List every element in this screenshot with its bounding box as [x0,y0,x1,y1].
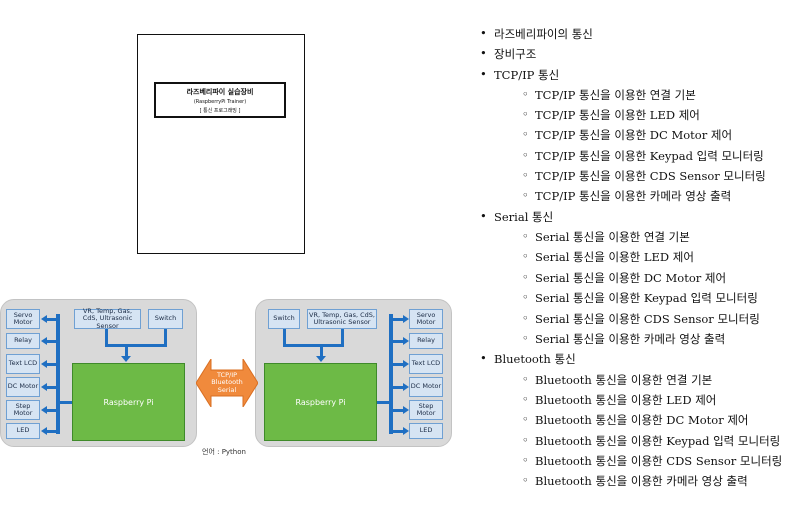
bullet-circle-icon: ◦ [522,331,529,345]
step-motor-box: Step Motor [6,400,40,420]
bullet-dot-icon: • [480,67,487,81]
bullet-dot-icon: • [480,26,487,40]
bullet-dot-icon: • [480,209,487,223]
arrow-left-icon [41,383,47,391]
raspberry-pi-board: Raspberry Pi [72,363,185,441]
led-box: LED [409,423,443,439]
arrow-left-icon [41,337,47,345]
input-down-line [125,344,128,356]
cover-subtitle: (RaspberryPi Trainer) [193,99,247,105]
arrow-left-icon [41,315,47,323]
book-cover: 라즈베리파이 실습장비 (RaspberryPi Trainer) [ 통신 프… [137,34,305,254]
arrow-right-icon [403,360,409,368]
bullet-circle-icon: ◦ [522,453,529,467]
relay-box: Relay [6,333,40,349]
bullet-dot-icon: • [480,351,487,365]
bullet-circle-icon: ◦ [522,107,529,121]
arrow-right-icon [403,315,409,323]
bullet-circle-icon: ◦ [522,473,529,487]
bus-branch [393,340,403,343]
bus-branch [47,430,56,433]
bullet-circle-icon: ◦ [522,229,529,243]
bullet-circle-icon: ◦ [522,412,529,426]
arrow-down-icon [316,356,326,362]
bullet-circle-icon: ◦ [522,311,529,325]
cover-title-box: 라즈베리파이 실습장비 (RaspberryPi Trainer) [ 통신 프… [154,82,286,118]
bullet-circle-icon: ◦ [522,148,529,162]
switch-line [164,329,167,346]
sensor-line [105,329,108,346]
bullet-circle-icon: ◦ [522,249,529,263]
sensors-box: VR, Temp, Gas, CdS, Ultrasonic Sensor [307,309,377,329]
bus-branch [393,318,403,321]
sensor-line [341,329,344,346]
arrow-left-icon [41,427,47,435]
dc-motor-box: DC Motor [6,377,40,397]
bullet-circle-icon: ◦ [522,392,529,406]
language-note: 언어 : Python [202,448,246,456]
arrow-right-icon [403,337,409,345]
arrow-right-icon [403,406,409,414]
bus-branch [393,430,403,433]
text-lcd-box: Text LCD [409,354,443,374]
text-lcd-box: Text LCD [6,354,40,374]
bullet-circle-icon: ◦ [522,290,529,304]
bus-branch [47,318,56,321]
communication-link-arrow [196,359,258,407]
bullet-circle-icon: ◦ [522,127,529,141]
bullet-circle-icon: ◦ [522,188,529,202]
bus-branch [47,386,56,389]
input-join-line [283,344,344,347]
arrow-down-icon [121,356,131,362]
bullet-circle-icon: ◦ [522,372,529,386]
arrow-right-icon [403,383,409,391]
bus-branch [47,409,56,412]
switch-box: Switch [148,309,183,329]
right-device-panel: Switch VR, Temp, Gas, CdS, Ultrasonic Se… [255,299,452,447]
bus-branch [393,409,403,412]
raspberry-pi-board: Raspberry Pi [264,363,377,441]
led-box: LED [6,423,40,439]
arrow-left-icon [41,406,47,414]
arrow-left-icon [41,360,47,368]
left-device-panel: Servo Motor Relay Text LCD DC Motor Step… [0,299,197,447]
bus-branch [47,363,56,366]
bus-branch [393,386,403,389]
bullet-circle-icon: ◦ [522,270,529,284]
cover-tag: [ 통신 프로그래밍 ] [199,108,241,114]
dc-motor-box: DC Motor [409,377,443,397]
communication-link-label: TCP/IP Bluetooth Serial [211,371,243,394]
bullet-circle-icon: ◦ [522,168,529,182]
bus-branch [393,363,403,366]
output-bus-line [56,314,60,434]
cover-title: 라즈베리파이 실습장비 [186,88,254,96]
switch-box: Switch [268,309,300,329]
bullet-circle-icon: ◦ [522,433,529,447]
step-motor-box: Step Motor [409,400,443,420]
arrow-right-icon [403,427,409,435]
sensors-box: VR, Temp, Gas, CdS, Ultrasonic Sensor [74,307,141,329]
input-down-line [320,344,323,356]
relay-box: Relay [409,333,443,349]
bus-branch [47,340,56,343]
switch-line [283,329,286,346]
servo-motor-box: Servo Motor [409,309,443,329]
servo-motor-box: Servo Motor [6,309,40,329]
input-join-line [105,344,167,347]
board-to-bus-line [377,401,389,404]
bullet-circle-icon: ◦ [522,87,529,101]
bullet-dot-icon: • [480,46,487,60]
output-bus-line [389,314,393,434]
board-to-bus-line [60,401,72,404]
